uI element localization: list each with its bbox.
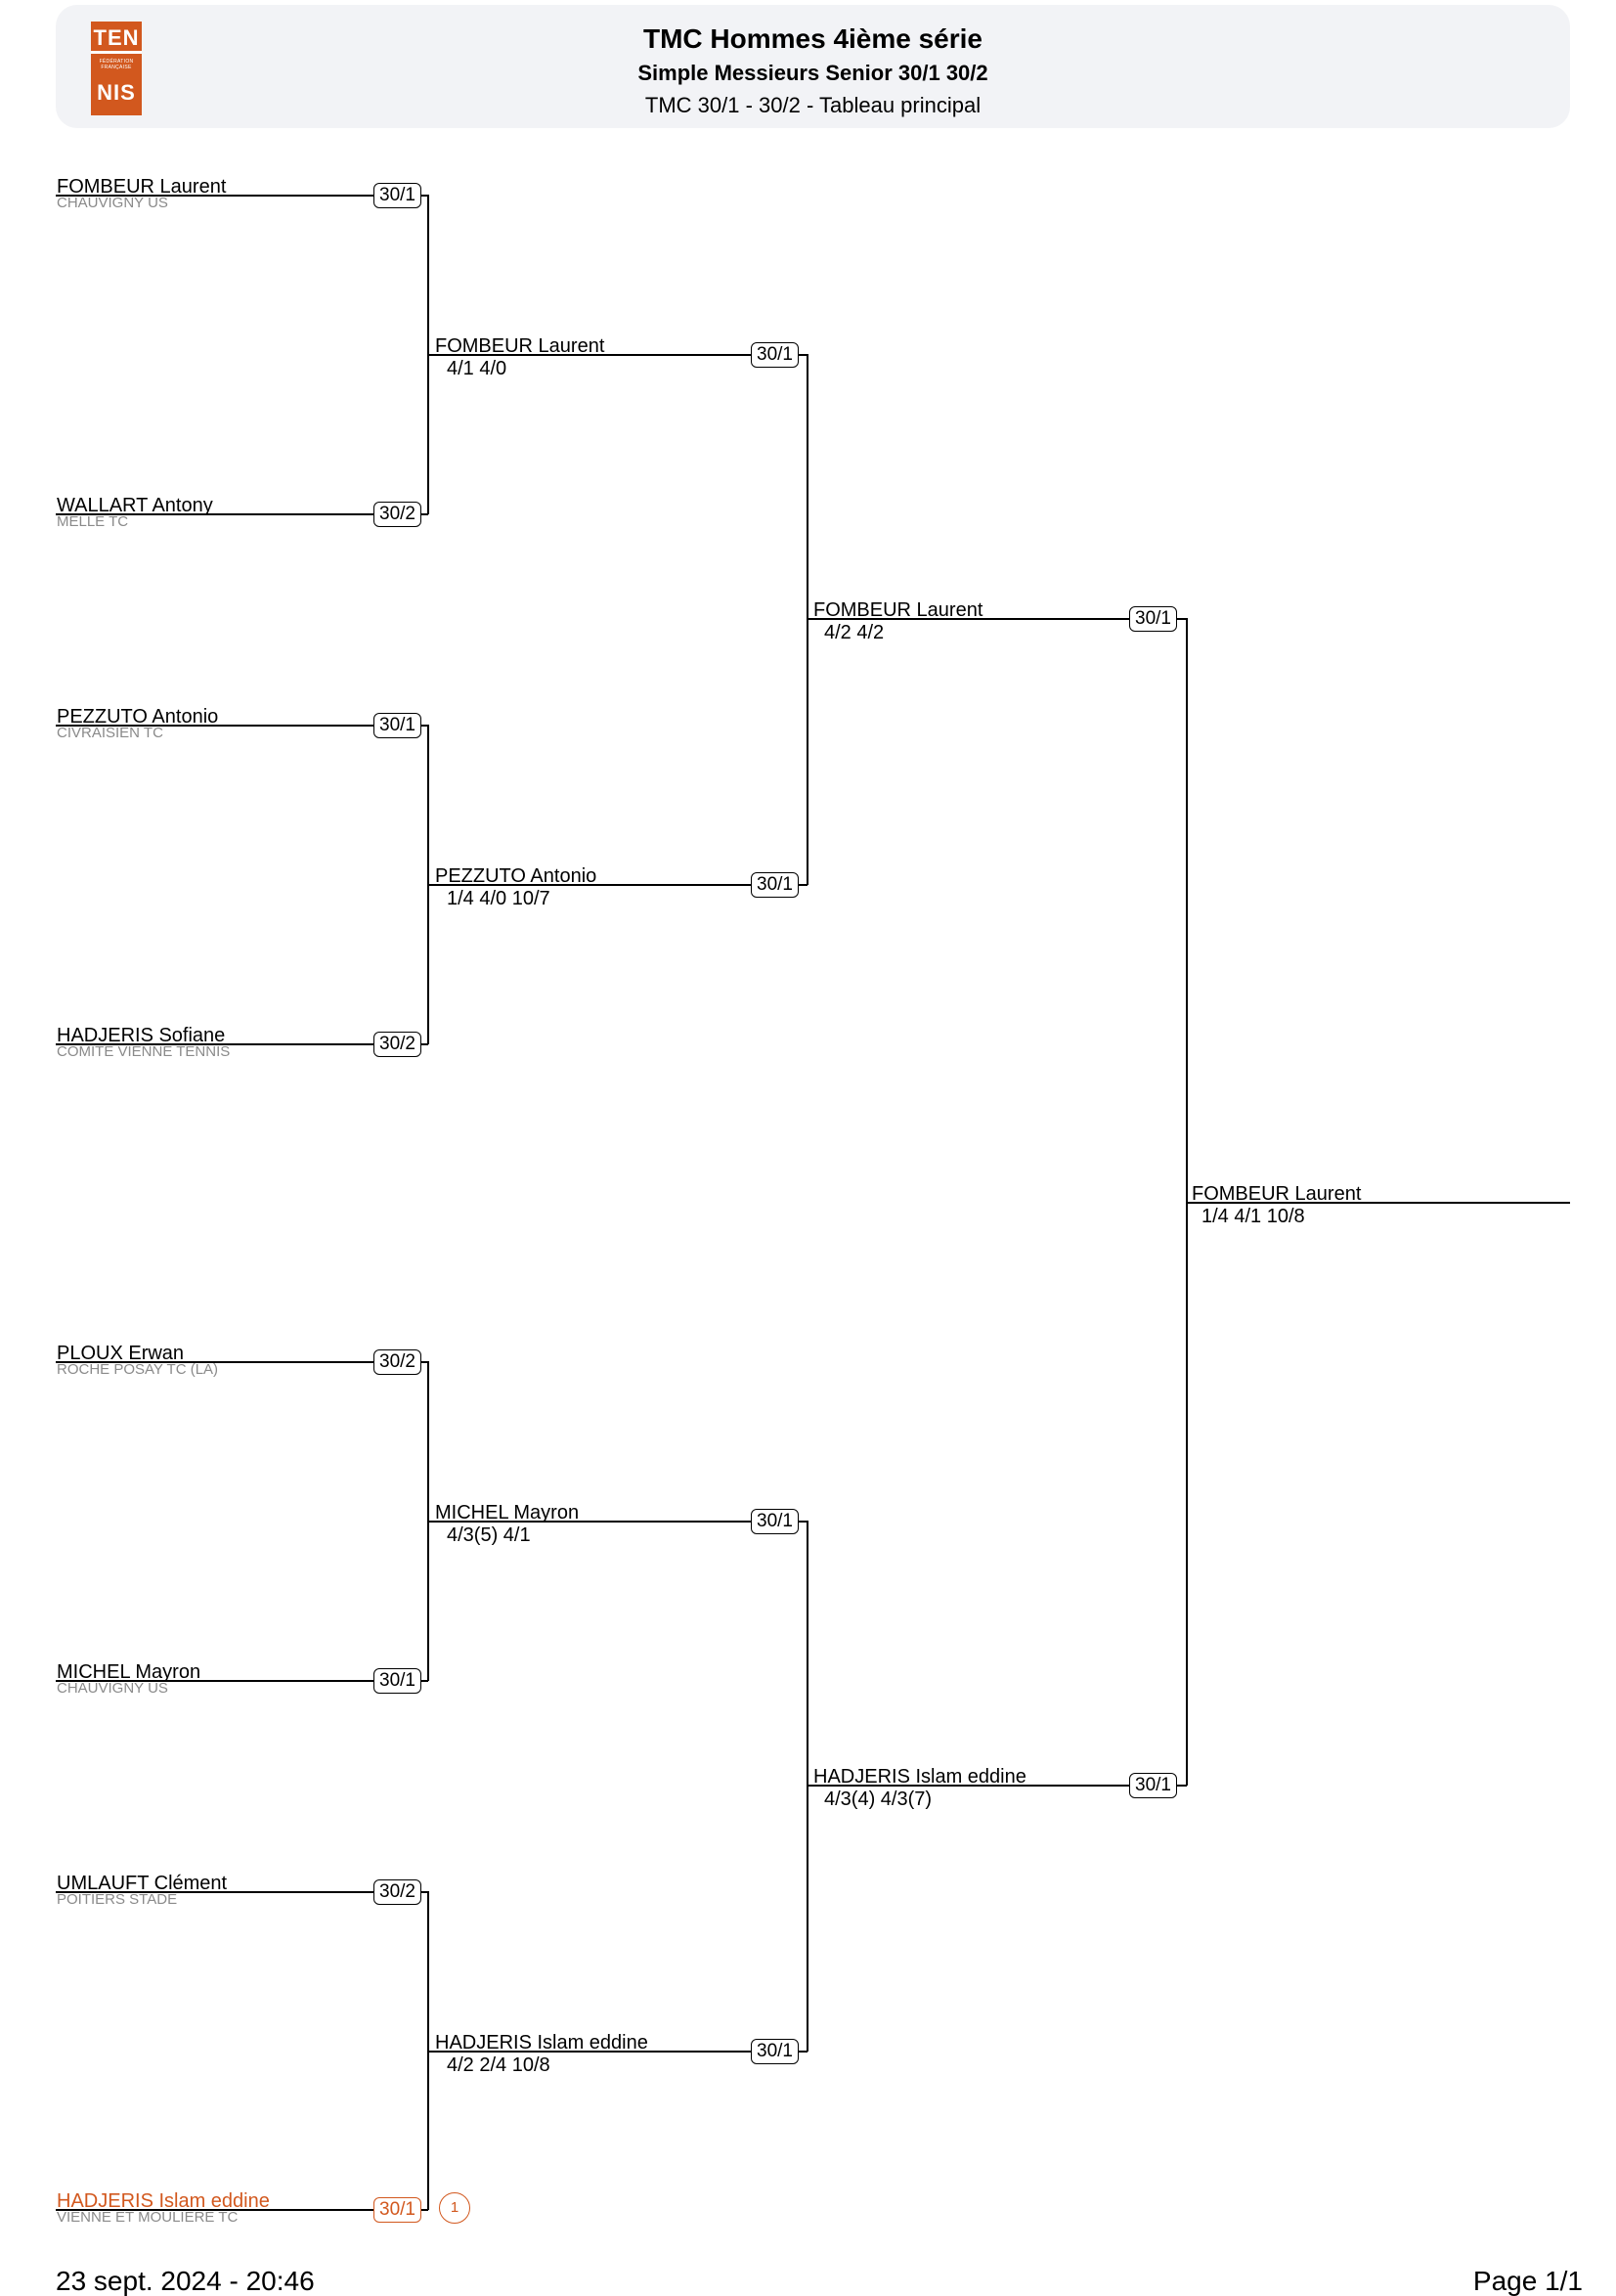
ranking-badge: 30/1 (751, 2039, 799, 2064)
match-score: 4/3(5) 4/1 (447, 1524, 531, 1546)
player-name[interactable]: FOMBEUR Laurent (57, 176, 227, 198)
player-club: CHAUVIGNY US (57, 195, 168, 211)
match-score: 1/4 4/0 10/7 (447, 888, 550, 909)
winner-name[interactable]: PEZZUTO Antonio (435, 865, 597, 887)
match-score: 4/3(4) 4/3(7) (824, 1788, 933, 1810)
player-club: MELLE TC (57, 513, 129, 530)
match-score: 4/2 4/2 (824, 622, 885, 643)
player-name[interactable]: PEZZUTO Antonio (57, 706, 219, 728)
draw-name: TMC 30/1 - 30/2 - Tableau principal (644, 93, 982, 117)
ranking-badge: 30/1 (373, 183, 421, 208)
ranking-badge: 30/1 (751, 872, 799, 898)
winner-name[interactable]: HADJERIS Islam eddine (813, 1766, 1026, 1788)
tournament-title: TMC Hommes 4ième série (642, 23, 983, 54)
winner-name[interactable]: MICHEL Mayron (435, 1502, 580, 1523)
ranking-badge: 30/1 (373, 713, 421, 738)
ranking-badge: 30/2 (373, 1349, 421, 1375)
player-name[interactable]: HADJERIS Sofiane (57, 1025, 226, 1046)
fft-tennis-logo: TEN FÉDÉRATION FRANÇAISE NIS (91, 22, 142, 115)
ranking-badge: 30/2 (373, 502, 421, 527)
winner-name[interactable]: FOMBEUR Laurent (1192, 1183, 1362, 1205)
winner-name[interactable]: FOMBEUR Laurent (435, 335, 605, 357)
player-club: ROCHE POSAY TC (LA) (57, 1361, 219, 1378)
print-date: 23 sept. 2024 - 20:46 (56, 2266, 315, 2296)
player-club: CIVRAISIEN TC (57, 725, 163, 741)
player-club: COMITE VIENNE TENNIS (57, 1043, 231, 1060)
player-club: POITIERS STADE (57, 1891, 178, 1908)
player-club: CHAUVIGNY US (57, 1680, 168, 1697)
ranking-badge: 30/1 (373, 1668, 421, 1694)
player-name[interactable]: UMLAUFT Clément (57, 1873, 228, 1894)
ranking-badge: 30/2 (373, 1879, 421, 1905)
ranking-badge: 30/2 (373, 1032, 421, 1057)
player-name[interactable]: MICHEL Mayron (57, 1661, 201, 1683)
player-name[interactable]: WALLART Antony (57, 495, 213, 516)
match-score: 1/4 4/1 10/8 (1201, 1206, 1305, 1227)
match-score: 4/2 2/4 10/8 (447, 2054, 550, 2076)
header-panel (56, 5, 1570, 128)
ranking-badge: 30/1 (373, 2197, 421, 2223)
player-club: VIENNE ET MOULIERE TC (57, 2209, 239, 2226)
player-name[interactable]: PLOUX Erwan (57, 1343, 185, 1364)
page-number: Page 1/1 (1472, 2266, 1583, 2296)
event-subtitle: Simple Messieurs Senior 30/1 30/2 (637, 61, 988, 85)
ranking-badge: 30/1 (751, 342, 799, 368)
winner-name[interactable]: FOMBEUR Laurent (813, 599, 983, 621)
winner-name[interactable]: HADJERIS Islam eddine (435, 2032, 648, 2053)
match-score: 4/1 4/0 (447, 358, 507, 379)
ranking-badge: 30/1 (1129, 606, 1177, 632)
ranking-badge: 30/1 (751, 1509, 799, 1534)
player-name[interactable]: HADJERIS Islam eddine (57, 2190, 270, 2212)
seed-badge: 1 (439, 2192, 470, 2224)
ranking-badge: 30/1 (1129, 1773, 1177, 1798)
